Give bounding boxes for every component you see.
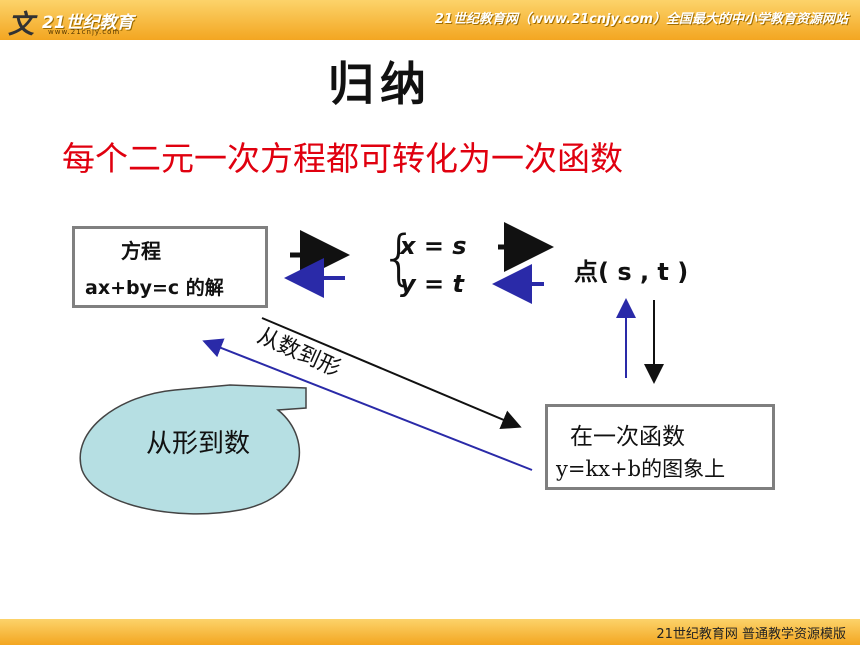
- function-box-line1: 在一次函数: [570, 424, 685, 450]
- system-line2: y = t: [400, 270, 464, 298]
- slide-subtitle: 每个二元一次方程都可转化为一次函数: [62, 139, 623, 178]
- point-label: 点( s , t ): [574, 258, 689, 286]
- equation-box-line1: 方程: [121, 239, 161, 263]
- equation-box-line2: ax+by=c 的解: [85, 277, 224, 299]
- arrow-number-to-shape: [261, 317, 522, 429]
- system-line1: x = s: [400, 232, 467, 260]
- function-box: 在一次函数 y=kx+b的图象上: [545, 404, 775, 490]
- bubble-label: 从形到数: [146, 429, 251, 459]
- brace-glyph: {: [380, 223, 419, 293]
- function-box-line2: y=kx+b的图象上: [556, 457, 726, 481]
- footer-bar: 21世纪教育网 普通教学资源模版: [0, 619, 860, 645]
- speech-bubble: [79, 384, 307, 515]
- site-tagline: 21世纪教育网（www.21cnjy.com）全国最大的中小学教育资源网站: [434, 12, 848, 27]
- equation-system: { x = s y = t: [380, 228, 490, 302]
- footer-text: 21世纪教育网 普通教学资源模版: [656, 627, 846, 642]
- logo-url: www.21cnjy.com: [48, 28, 121, 36]
- header-bar: 文 21世纪教育 www.21cnjy.com 21世纪教育网（www.21cn…: [0, 0, 860, 40]
- site-logo[interactable]: 文 21世纪教育 www.21cnjy.com: [8, 4, 168, 40]
- equation-box: 方程 ax+by=c 的解: [72, 226, 268, 308]
- logo-text: 21世纪教育: [42, 13, 134, 33]
- arrow-shape-to-number: [202, 338, 533, 471]
- slide-title: 归纳: [328, 57, 432, 111]
- logo-icon: 文: [8, 10, 35, 40]
